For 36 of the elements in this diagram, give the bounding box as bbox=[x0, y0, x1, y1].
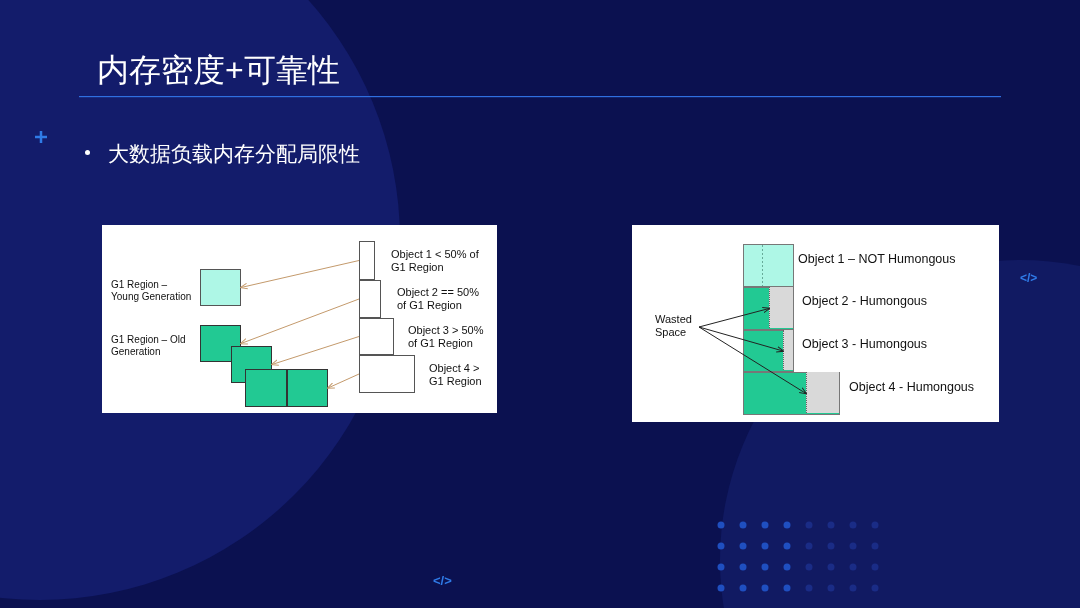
region-label: G1 Region – Old Generation bbox=[111, 334, 187, 358]
object-box bbox=[359, 280, 381, 318]
arrow bbox=[698, 326, 808, 395]
wasted-space-block bbox=[783, 330, 793, 370]
wasted-space-block bbox=[806, 372, 839, 413]
code-tag-text: </> bbox=[433, 573, 452, 588]
wasted-space-block bbox=[769, 287, 793, 328]
object-label: Object 2 == 50% of G1 Region bbox=[397, 286, 480, 312]
code-tag-text: </> bbox=[1020, 271, 1038, 285]
arrow bbox=[698, 326, 785, 353]
object-label: Object 1 < 50% of G1 Region bbox=[391, 248, 480, 274]
object-box bbox=[359, 241, 375, 280]
region-box bbox=[200, 269, 241, 306]
arrow bbox=[698, 306, 771, 328]
region-label: G1 Region – Young Generation bbox=[111, 279, 193, 303]
arrow bbox=[270, 336, 360, 366]
bullet-text: 大数据负载内存分配局限性 bbox=[108, 141, 360, 167]
object-label: Object 1 – NOT Humongous bbox=[798, 252, 957, 266]
arrow bbox=[239, 298, 360, 345]
object-block bbox=[743, 372, 840, 415]
object-block bbox=[743, 244, 794, 287]
object-label: Object 2 - Humongous bbox=[802, 294, 929, 308]
callout-text: Wasted Space bbox=[655, 313, 699, 341]
slide-title: 内存密度+可靠性 bbox=[97, 51, 340, 90]
object-label: Object 4 > G1 Region bbox=[429, 362, 483, 388]
arrow bbox=[239, 260, 360, 290]
object-block bbox=[743, 287, 794, 330]
region-box bbox=[245, 369, 287, 407]
region-box bbox=[287, 369, 328, 407]
object-label: Object 3 - Humongous bbox=[802, 337, 929, 351]
object-label: Object 4 - Humongous bbox=[849, 380, 976, 394]
arrow bbox=[326, 373, 360, 389]
object-box bbox=[359, 318, 394, 355]
object-box bbox=[359, 355, 415, 393]
object-block bbox=[743, 330, 794, 372]
object-label: Object 3 > 50% of G1 Region bbox=[408, 324, 485, 350]
